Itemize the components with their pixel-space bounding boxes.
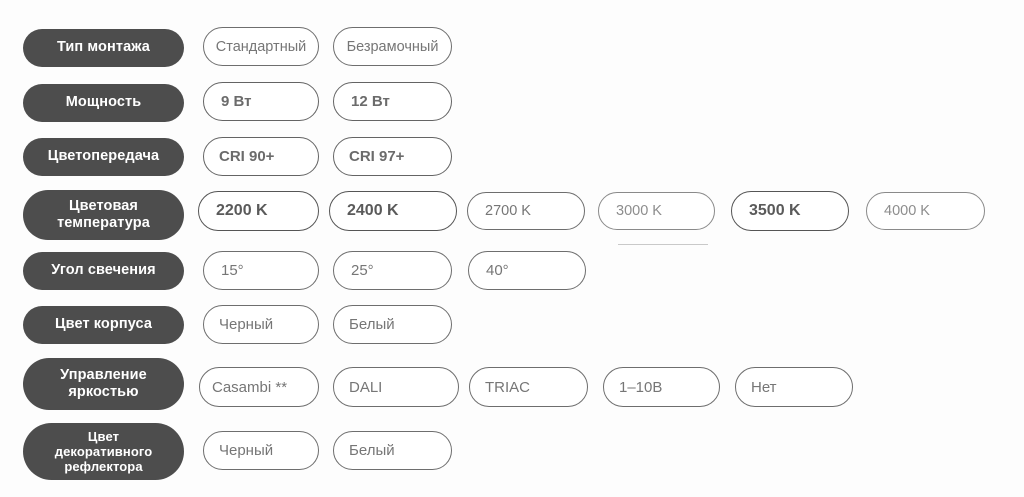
row-label-dimming-control: Управление яркостью	[23, 358, 184, 410]
row-label-body-color: Цвет корпуса	[23, 306, 184, 344]
option-chip-cct-2700k[interactable]: 2700 K	[467, 192, 585, 230]
option-chip-label: DALI	[349, 378, 383, 396]
option-chip-label: 25°	[351, 262, 374, 279]
option-row-body-color: Цвет корпуса Черный Белый	[0, 0, 1024, 344]
option-chip-label: Белый	[349, 442, 395, 459]
option-row-color-temperature: Цветовая температура 2200 K 2400 K 2700 …	[0, 0, 1024, 245]
hairline-divider	[618, 244, 708, 245]
row-label-reflector-color: Цвет декоративного рефлектора	[23, 423, 184, 480]
option-chip-dim-1-10v[interactable]: 1–10В	[603, 367, 720, 407]
option-chip-cri-97[interactable]: CRI 97+	[333, 137, 452, 176]
option-chip-power-12w[interactable]: 12 Вт	[333, 82, 452, 121]
option-row-dimming-control: Управление яркостью Casambi ** DALI TRIA…	[0, 0, 1024, 410]
option-chip-label: 2700 K	[485, 203, 531, 219]
option-chip-cct-2400k[interactable]: 2400 K	[329, 191, 457, 231]
option-chip-label: CRI 90+	[219, 148, 275, 165]
row-label-color-temperature: Цветовая температура	[23, 190, 184, 240]
option-chip-cct-2200k[interactable]: 2200 K	[198, 191, 319, 231]
option-chip-dim-triac[interactable]: TRIAC	[469, 367, 588, 407]
option-chip-label: 2200 K	[216, 202, 268, 219]
option-chip-label: Нет	[751, 378, 777, 396]
option-chip-label: 40°	[486, 262, 509, 279]
option-chip-label: Белый	[349, 316, 395, 333]
option-chip-label: 3000 K	[616, 203, 662, 219]
option-row-power: Мощность 9 Вт 12 Вт	[0, 0, 1024, 122]
option-chip-mount-standard[interactable]: Стандартный	[203, 27, 319, 66]
option-chip-cct-3000k[interactable]: 3000 K	[598, 192, 715, 230]
option-chip-label: TRIAC	[485, 378, 530, 396]
row-label-beam-angle: Угол свечения	[23, 252, 184, 290]
option-chip-reflector-black[interactable]: Черный	[203, 431, 319, 470]
option-chip-dim-dali[interactable]: DALI	[333, 367, 459, 407]
option-chip-label: 3500 K	[749, 202, 801, 219]
option-chip-cct-3500k[interactable]: 3500 K	[731, 191, 849, 231]
option-chip-reflector-white[interactable]: Белый	[333, 431, 452, 470]
option-chip-power-9w[interactable]: 9 Вт	[203, 82, 319, 121]
option-row-beam-angle: Угол свечения 15° 25° 40°	[0, 0, 1024, 290]
option-row-reflector-color: Цвет декоративного рефлектора Черный Бел…	[0, 0, 1024, 480]
row-label-color-rendering: Цветопередача	[23, 138, 184, 176]
option-chip-label: Casambi **	[212, 378, 288, 396]
row-label-power: Мощность	[23, 84, 184, 122]
row-label-mount-type: Тип монтажа	[23, 29, 184, 67]
option-chip-label: Черный	[219, 442, 274, 459]
option-chip-label: 9 Вт	[221, 93, 252, 110]
option-row-mount-type: Тип монтажа Стандартный Безрамочный	[0, 0, 1024, 78]
option-chip-cri-90[interactable]: CRI 90+	[203, 137, 319, 176]
option-chip-label: Стандартный	[215, 38, 307, 55]
option-chip-mount-frameless[interactable]: Безрамочный	[333, 27, 452, 66]
option-chip-label: 4000 K	[884, 203, 930, 219]
option-chip-dim-none[interactable]: Нет	[735, 367, 853, 407]
option-chip-label: 2400 K	[347, 202, 399, 219]
option-chip-dim-casambi[interactable]: Casambi **	[199, 367, 319, 407]
option-chip-label: 12 Вт	[351, 93, 390, 110]
option-chip-angle-15[interactable]: 15°	[203, 251, 319, 290]
option-chip-label: Безрамочный	[346, 38, 439, 55]
option-chip-label: CRI 97+	[349, 148, 405, 165]
option-row-color-rendering: Цветопередача CRI 90+ CRI 97+	[0, 0, 1024, 176]
option-chip-label: 1–10В	[619, 378, 663, 396]
option-chip-cct-4000k[interactable]: 4000 K	[866, 192, 985, 230]
option-chip-angle-25[interactable]: 25°	[333, 251, 452, 290]
option-chip-label: 15°	[221, 262, 244, 279]
option-chip-body-black[interactable]: Черный	[203, 305, 319, 344]
option-chip-angle-40[interactable]: 40°	[468, 251, 586, 290]
option-chip-body-white[interactable]: Белый	[333, 305, 452, 344]
option-chip-label: Черный	[219, 316, 274, 333]
